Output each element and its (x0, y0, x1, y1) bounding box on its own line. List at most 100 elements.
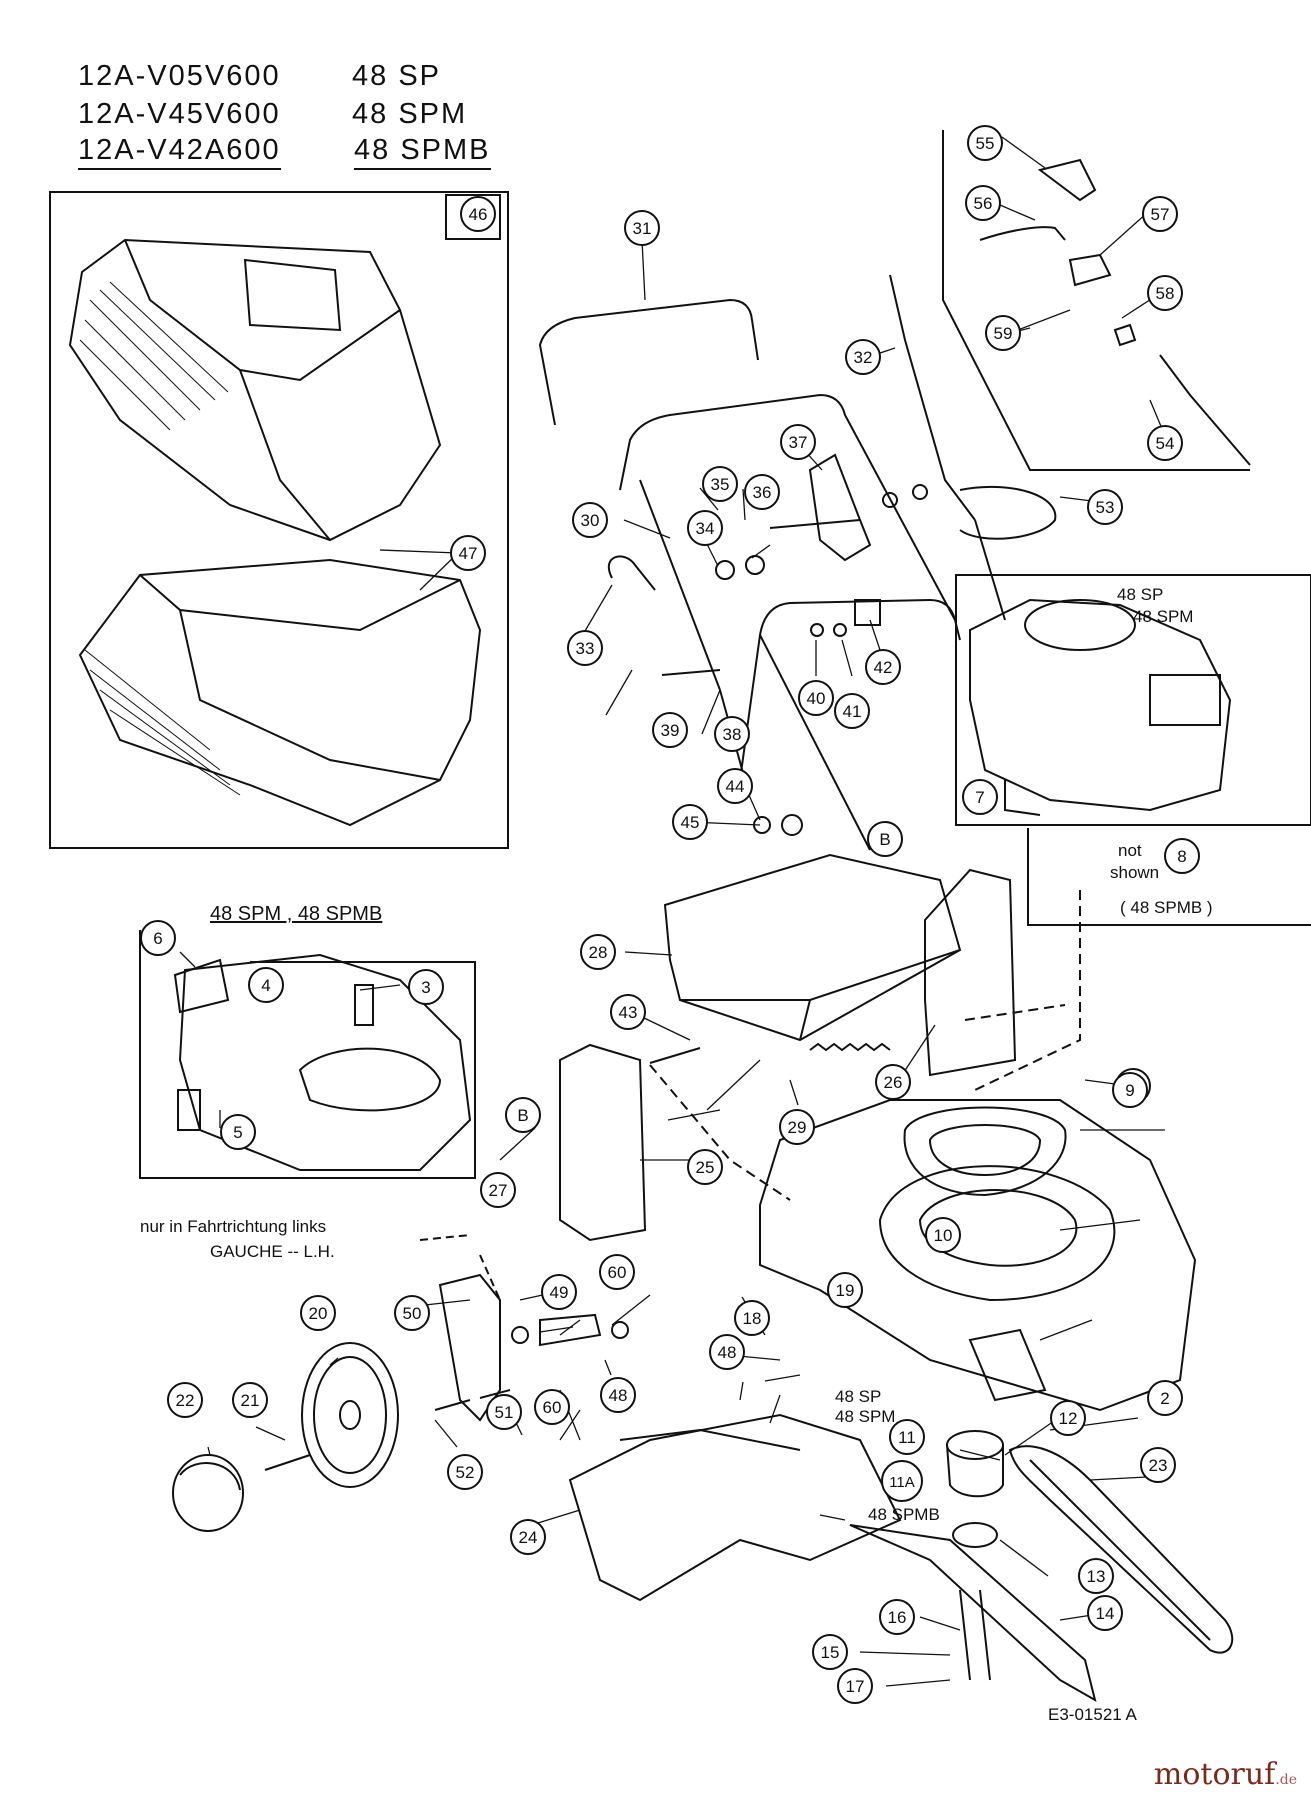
callout-57: 57 (1142, 196, 1178, 232)
callout-23: 23 (1140, 1447, 1176, 1483)
callout-27: 27 (480, 1172, 516, 1208)
callout-45: 45 (672, 804, 708, 840)
direction-fr-en: GAUCHE -- L.H. (210, 1242, 335, 1261)
callout-25: 25 (687, 1149, 723, 1185)
callout-label: 7 (975, 788, 984, 807)
callout-label: 23 (1149, 1456, 1168, 1475)
callout-38: 38 (714, 716, 750, 752)
callout-26: 26 (875, 1064, 911, 1100)
callout-label: 4 (261, 976, 270, 995)
callout-11a: 11A (881, 1460, 923, 1502)
callout-44: 44 (717, 768, 753, 804)
callout-label: 42 (874, 658, 893, 677)
inset-variants: 48 SPM , 48 SPMB (210, 903, 382, 925)
drawing-number: E3-01521 A (1048, 1705, 1138, 1724)
catcher-cover (68, 238, 442, 542)
callout-label: 37 (789, 433, 808, 452)
callout-36: 36 (744, 474, 780, 510)
callout-label: 11 (898, 1428, 916, 1447)
callout-label: 56 (974, 194, 993, 213)
control-box (808, 453, 872, 562)
callout-label: 54 (1156, 434, 1175, 453)
callout-label: 38 (723, 725, 742, 744)
callout-10: 10 (925, 1217, 961, 1253)
callout-35: 35 (702, 466, 738, 502)
callout-49: 49 (541, 1274, 577, 1310)
callout-14: 14 (1087, 1595, 1123, 1631)
callout-label: 2 (1160, 1389, 1169, 1408)
not-shown-1: not (1118, 841, 1142, 860)
callout-34: 34 (687, 510, 723, 546)
callout-31: 31 (624, 210, 660, 246)
bracket-right (924, 868, 1017, 1077)
logo-main: motoruf (1153, 1757, 1276, 1792)
callout-59: 59 (985, 315, 1021, 351)
callout-label: 11A (889, 1474, 915, 1491)
callout-label: 43 (619, 1003, 638, 1022)
callout-label: 33 (576, 639, 595, 658)
callout-label: 39 (661, 721, 680, 740)
callout-label: 25 (696, 1158, 715, 1177)
callout-16: 16 (879, 1599, 915, 1635)
callout-label: B (879, 830, 890, 849)
callout-label: 29 (788, 1118, 807, 1137)
callout-39: 39 (652, 712, 688, 748)
adapter-variant-b: 48 SPMB (868, 1505, 940, 1524)
callout-40: 40 (798, 680, 834, 716)
callout-15: 15 (812, 1634, 848, 1670)
upper-handle (538, 298, 759, 426)
callout-24: 24 (510, 1519, 546, 1555)
callout-label: 15 (821, 1643, 840, 1662)
callout-label: 48 (609, 1386, 628, 1405)
callout-46: 46 (460, 196, 496, 232)
callout-label: 52 (456, 1463, 475, 1482)
callout-label: 21 (241, 1391, 260, 1410)
callout-29: 29 (779, 1109, 815, 1145)
callout-label: 28 (589, 943, 608, 962)
lower-handle (739, 598, 961, 781)
callout-9: 9 (1112, 1072, 1148, 1108)
callout-12: 12 (1050, 1400, 1086, 1436)
callout-label: 14 (1096, 1604, 1115, 1623)
callout-label: 18 (743, 1309, 762, 1328)
callout-layer: 123456789101111A121314151617181920212223… (140, 125, 1200, 1704)
callout-7: 7 (962, 779, 998, 815)
catcher-basket (78, 558, 482, 827)
callout-label: 12 (1059, 1409, 1078, 1428)
callout-47: 47 (450, 535, 486, 571)
model-number-1: 12A-V05V600 (78, 60, 281, 92)
callout-label: B (517, 1106, 528, 1125)
callout-32: 32 (845, 339, 881, 375)
callout-37: 37 (780, 424, 816, 460)
catcher-frame (49, 191, 509, 849)
callout-label: 48 (718, 1343, 737, 1362)
callout-30: 30 (572, 502, 608, 538)
inset-frame (139, 930, 476, 1179)
callout-50: 50 (394, 1295, 430, 1331)
callout-22: 22 (167, 1382, 203, 1418)
callout-label: 3 (421, 978, 430, 997)
callout-label: 20 (309, 1304, 328, 1323)
callout-label: 32 (854, 348, 873, 367)
callout-label: 24 (519, 1528, 538, 1547)
callout-42: 42 (865, 649, 901, 685)
callout-label: 49 (550, 1283, 569, 1302)
variant-2: 48 SPM (352, 98, 468, 130)
callout-20: 20 (300, 1295, 336, 1331)
hub-cap (172, 1454, 244, 1532)
not-shown-2: shown (1110, 863, 1159, 882)
callout-b: B (867, 821, 903, 857)
callout-label: 40 (807, 689, 826, 708)
callout-52: 52 (447, 1454, 483, 1490)
callout-label: 10 (934, 1226, 953, 1245)
callout-18: 18 (734, 1300, 770, 1336)
callout-54: 54 (1147, 425, 1183, 461)
callout-label: 50 (403, 1304, 422, 1323)
callout-label: 36 (753, 483, 772, 502)
model-number-3: 12A-V42A600 (78, 134, 281, 170)
callout-3: 3 (408, 969, 444, 1005)
callout-28: 28 (580, 934, 616, 970)
bracket-left (559, 1043, 647, 1242)
callout-13: 13 (1078, 1558, 1114, 1594)
